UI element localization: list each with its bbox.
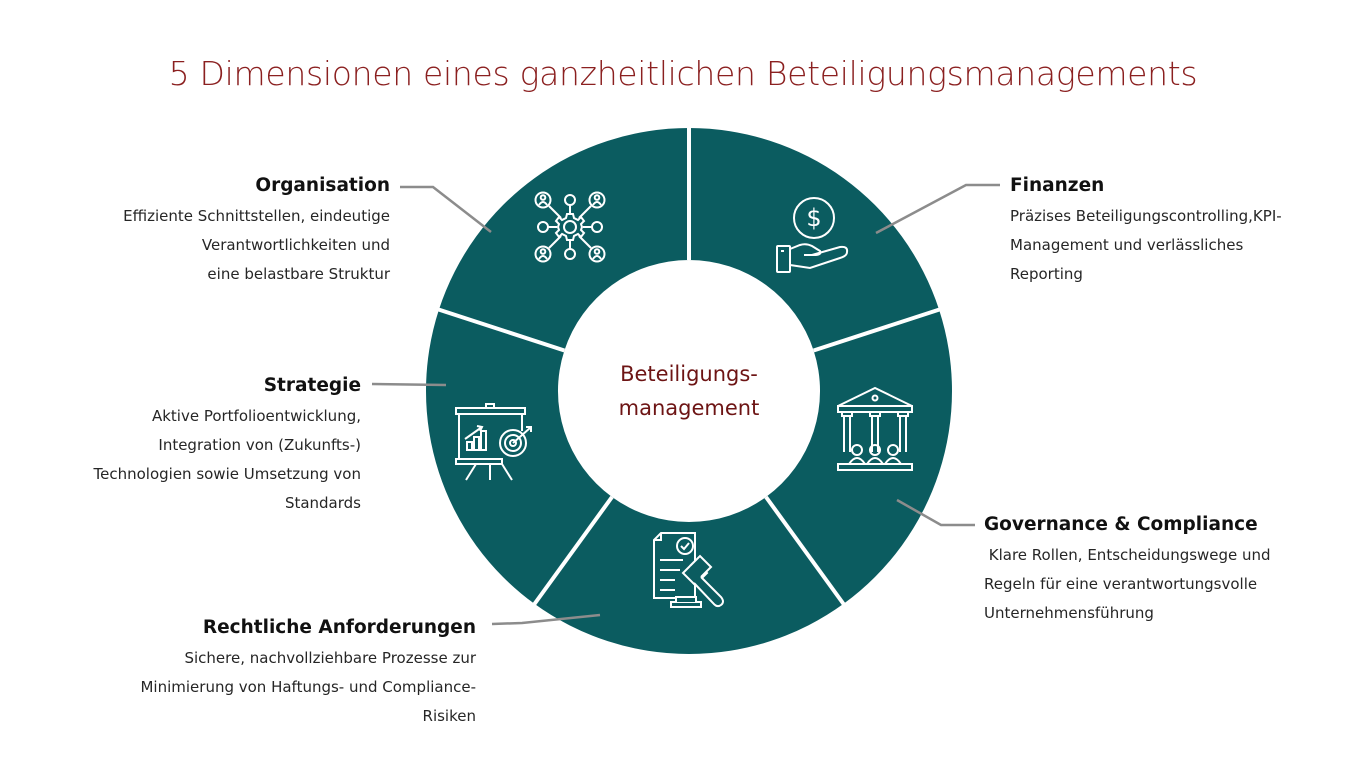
connector-lines: [371, 183, 1000, 626]
segment-governance[interactable]: [766, 309, 952, 604]
segment-strategie[interactable]: [426, 309, 612, 604]
dimension-desc-line: Technologien sowie Umsetzung von: [93, 465, 362, 483]
dimension-desc-line: Sichere, nachvollziehbare Prozesse zur: [184, 649, 476, 667]
segment-dividers: [436, 126, 942, 608]
dimension-desc-line: Minimierung von Haftungs- und Compliance…: [140, 678, 476, 696]
document-gavel-icon: [653, 532, 724, 608]
dimension-finanzen: Finanzen Präzises Beteiligungscontrollin…: [1010, 174, 1282, 289]
center-label-line1: Beteiligungs-: [620, 362, 758, 386]
dimension-desc-line: Effiziente Schnittstellen, eindeutige: [123, 207, 390, 225]
dimension-organisation: Organisation Effiziente Schnittstellen, …: [123, 174, 390, 289]
dimension-desc-line: Aktive Portfolioentwicklung,: [151, 407, 361, 425]
connector-organisation: [400, 185, 492, 233]
dimension-desc-line: Unternehmensführung: [984, 604, 1154, 622]
dimension-desc-line: Regeln für eine verantwortungsvolle: [984, 575, 1258, 593]
connector-finanzen: [875, 183, 1000, 235]
dimension-governance: Governance & Compliance Klare Rollen, En…: [984, 513, 1271, 628]
dimension-heading: Rechtliche Anforderungen: [202, 617, 476, 638]
dimension-heading: Strategie: [263, 375, 361, 396]
center-disc: [559, 261, 819, 521]
presentation-chart-target-icon: [455, 403, 532, 481]
dimension-desc-line: Verantwortlichkeiten und: [201, 236, 390, 254]
dimension-heading: Organisation: [255, 175, 390, 196]
page-title: 5 Dimensionen eines ganzheitlichen Betei…: [168, 54, 1198, 93]
connector-governance: [896, 498, 975, 527]
dimension-desc-line: Management und verlässliches: [1010, 236, 1244, 254]
dimension-desc-line: Reporting: [1010, 265, 1083, 283]
dimension-desc-line: Standards: [284, 494, 361, 512]
connector-rechtliche: [491, 613, 601, 626]
dimension-rechtliche: Rechtliche Anforderungen Sichere, nachvo…: [140, 616, 476, 731]
network-gear-people-icon: [534, 191, 606, 263]
hand-dollar-coin-icon: $: [776, 197, 849, 273]
dimension-desc-line: Klare Rollen, Entscheidungswege und: [984, 546, 1271, 564]
dimension-desc-line: Präzises Beteiligungscontrolling,KPI-: [1010, 207, 1282, 225]
connector-strategie: [371, 382, 447, 387]
center-label-line2: management: [618, 396, 760, 420]
svg-text:$: $: [806, 204, 821, 232]
dimension-desc-line: Risiken: [422, 707, 476, 725]
dimension-desc-line: Integration von (Zukunfts-): [158, 436, 361, 454]
dimension-heading: Finanzen: [1010, 175, 1105, 196]
segment-finanzen[interactable]: [689, 128, 940, 351]
dimension-heading: Governance & Compliance: [984, 514, 1258, 535]
dimension-desc-line: eine belastbare Struktur: [207, 265, 390, 283]
dimension-strategie: Strategie Aktive Portfolioentwicklung, I…: [94, 374, 362, 518]
institution-building-people-icon: [837, 386, 913, 471]
segment-organisation[interactable]: [438, 128, 689, 351]
center-label: Beteiligungs- management: [568, 357, 810, 425]
